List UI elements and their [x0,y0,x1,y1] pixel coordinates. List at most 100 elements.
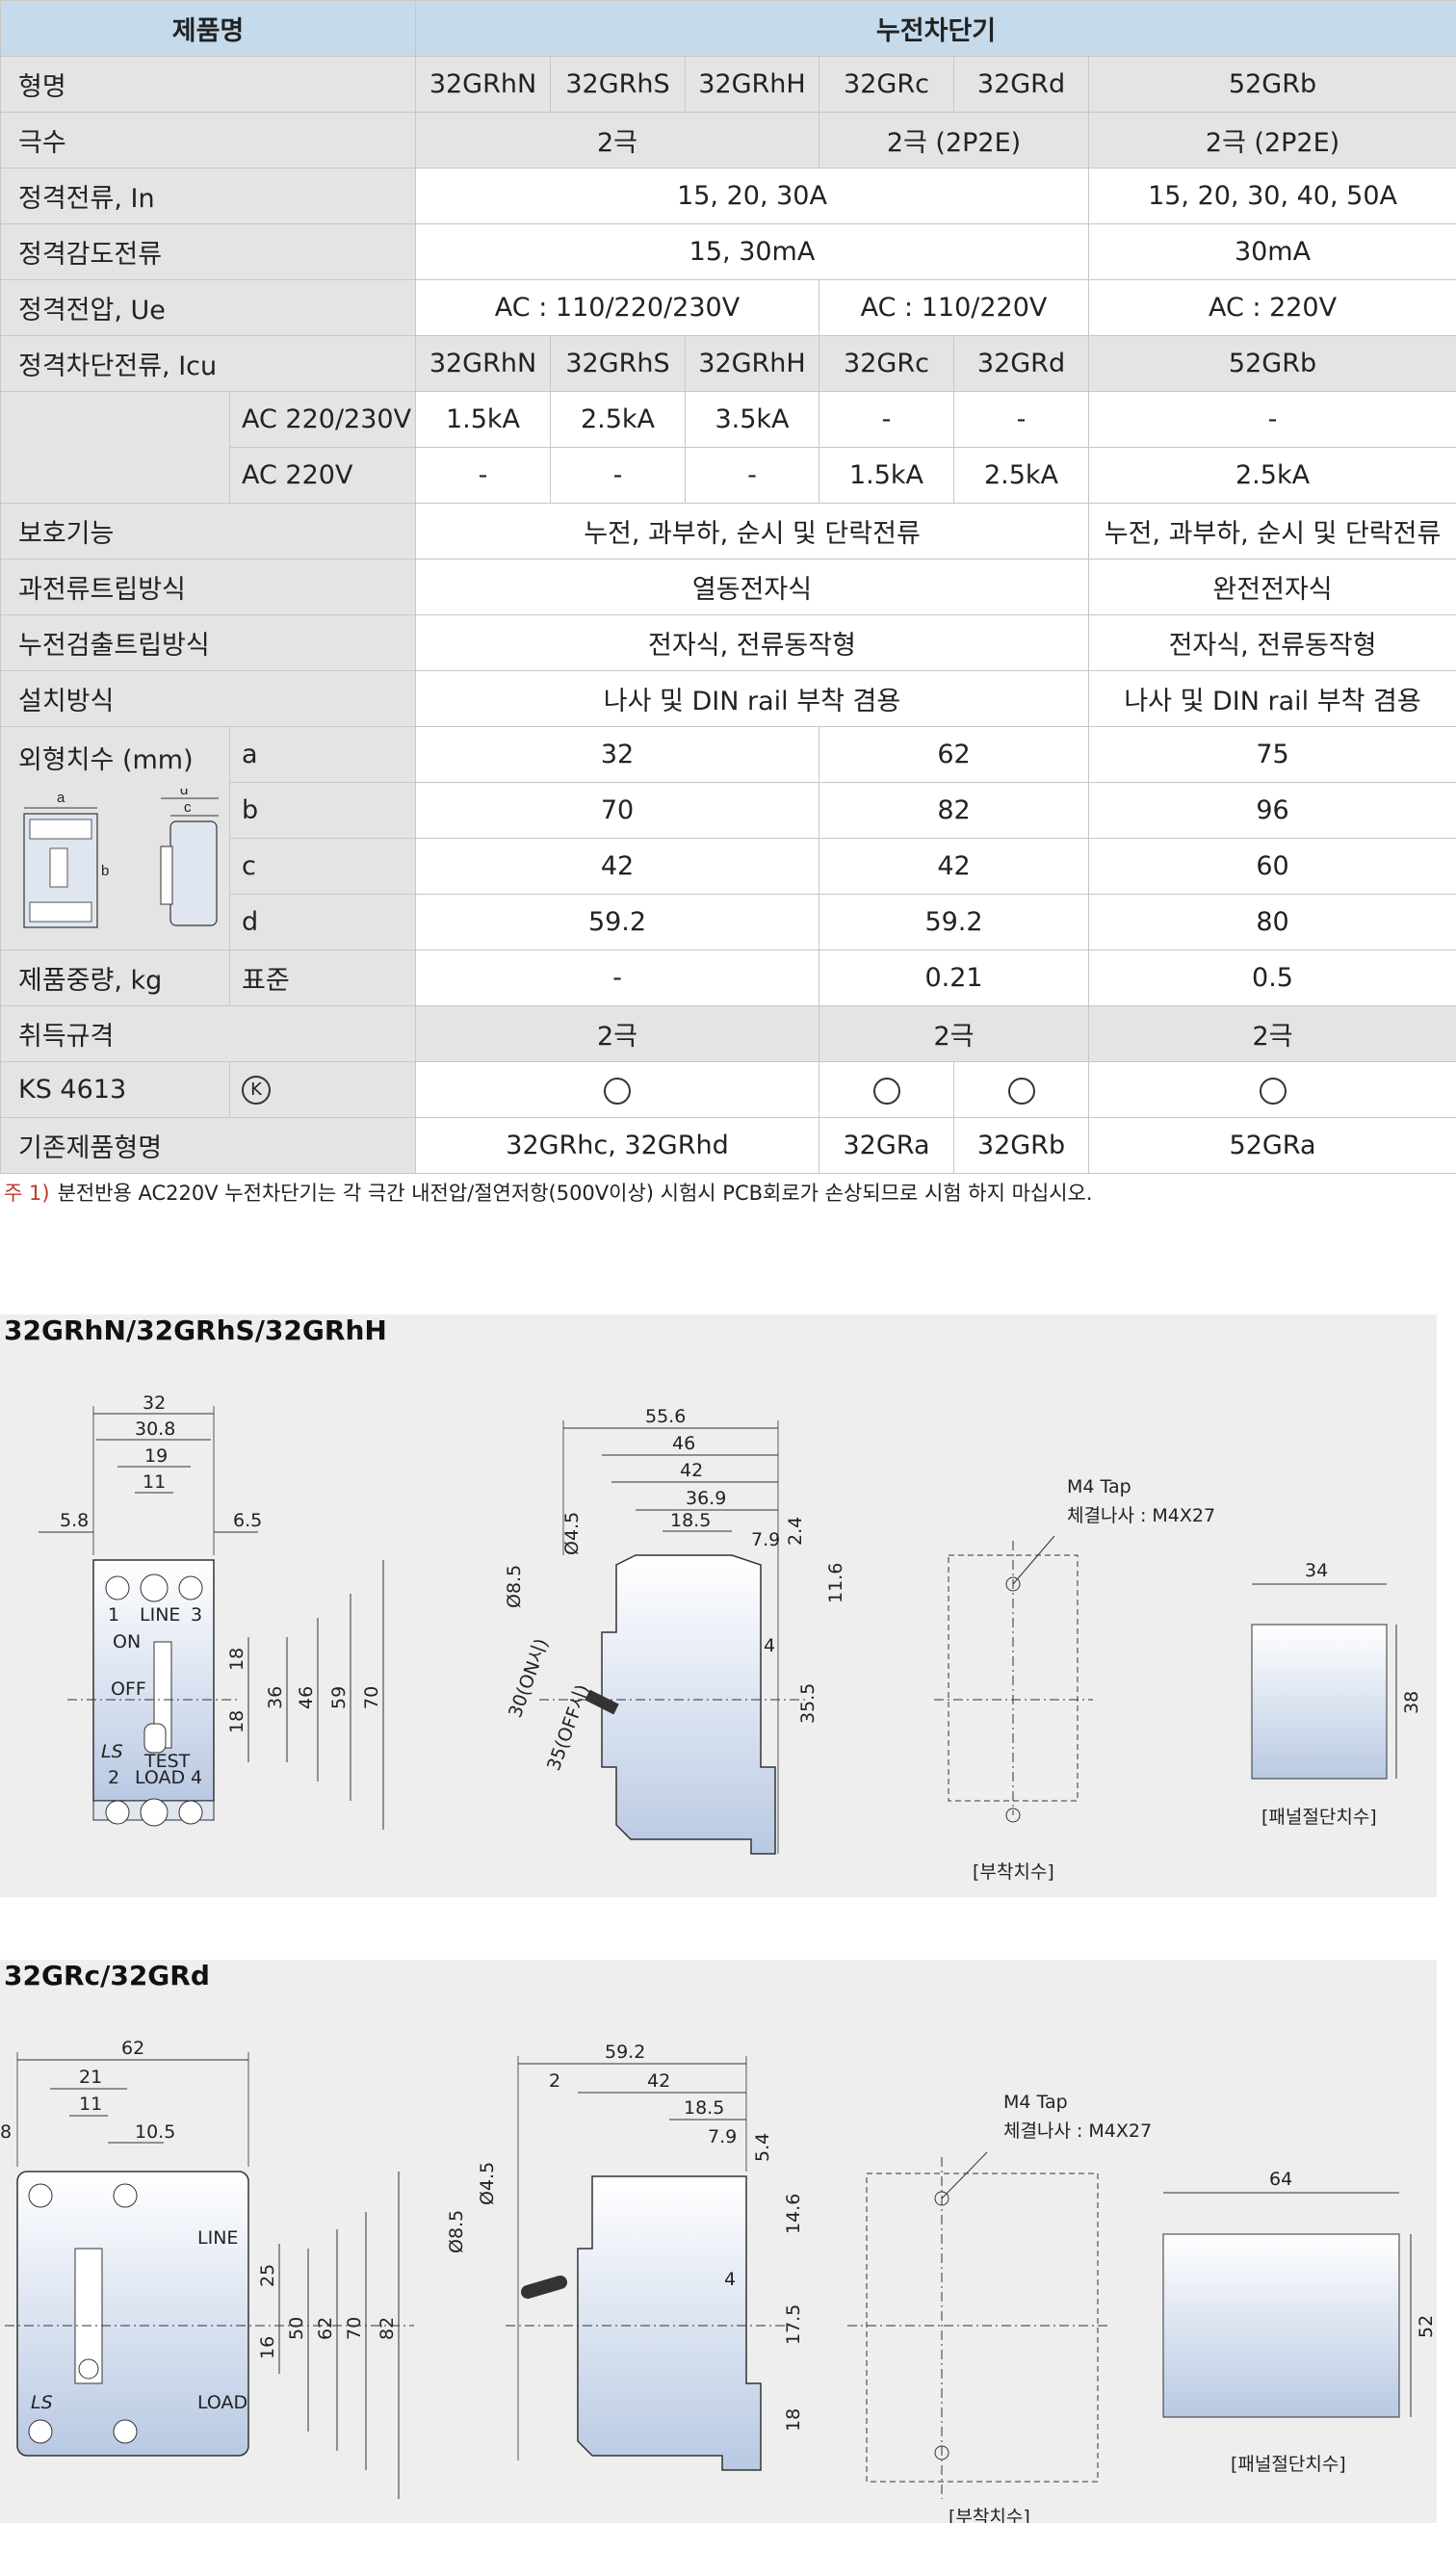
dim: 21 [79,2067,102,2088]
panel-title: 32GRhN/32GRhS/32GRhH [4,1314,387,1346]
cell [953,1061,1089,1118]
dim: 6.5 [233,1510,262,1531]
dim: 5.4 [752,2133,773,2162]
cell: - [550,447,686,504]
cell: 2.5kA [1087,447,1456,504]
cell: 전자식, 전류동작형 [1087,614,1456,671]
row-label: 정격감도전류 [0,223,416,280]
icon-label-c: c [184,799,192,816]
cutout-caption: [패널절단치수] [1231,2454,1346,2475]
dim: 7.9 [708,2126,737,2147]
dim: 38 [1401,1691,1422,1714]
footnote: 주 1)분전반용 AC220V 누전차단기는 각 극간 내전압/절연저항(500… [4,1178,1093,1207]
cell: 2극 (2P2E) [1087,112,1456,169]
dim: 4 [764,1635,775,1656]
circle-icon [872,1077,900,1105]
screw-label: 체결나사 : M4X27 [1003,2121,1152,2142]
row-dim-c: c 42 42 60 [1,838,1456,895]
cell: 2극 [819,1005,1089,1062]
icon-label-d: d [180,789,188,798]
dim: Ø8.5 [446,2210,467,2253]
terminal-1: 1 [108,1604,119,1626]
dim: 62 [315,2317,336,2340]
terminal-2: 2 [108,1767,119,1788]
mount-view: M4 Tap 체결나사 : M4X27 [부착치수] [934,1476,1215,1883]
cell: 42 [819,838,1089,895]
cell: 32GRhS [550,335,686,392]
dim: 4 [724,2269,736,2290]
cell: 52GRb [1087,56,1456,113]
cell: 누전, 과부하, 순시 및 단락전류 [415,503,1089,559]
row-sublabel: c [229,838,416,895]
cutout-caption: [패널절단치수] [1261,1807,1377,1828]
dim: 42 [647,2070,670,2092]
cell: 32GRa [819,1117,954,1174]
cell: 32GRd [953,56,1089,113]
cell: 32GRb [953,1117,1089,1174]
row-label: 취득규격 [0,1005,416,1062]
cell: 15, 20, 30A [415,168,1089,224]
row-overcurrent-trip: 과전류트립방식 열동전자식 완전전자식 [0,559,1456,615]
row-sublabel: AC 220V [229,447,416,504]
row-model: 형명 32GRhN 32GRhS 32GRhH 32GRc 32GRd 52GR… [0,56,1456,113]
ls-logo: LS [31,2392,53,2413]
dim: 7.9 [751,1529,780,1550]
dim: 32 [143,1392,166,1414]
dimension-icon: a b d c [23,789,219,928]
cell: - [415,447,551,504]
cell: 2극 [1087,1005,1456,1062]
dimension-drawing-2: LINE LOAD LS 62 21 11 10.5 8 25 16 50 62… [0,2038,1437,2523]
cell: 32GRhN [415,335,551,392]
cell: 96 [1087,782,1456,839]
dim: 52 [1416,2315,1437,2338]
dimension-drawing-1: 1 LINE 3 ON OFF LS TEST 2 LOAD 4 32 30.8… [39,1392,1422,1883]
row-dim-a: 외형치수 (mm) a b d c a 32 62 75 [0,726,1456,950]
row-sublabel: AC 220/230V [229,391,416,448]
row-label: 정격전압, Ue [0,279,416,336]
line-label: LINE [140,1604,180,1626]
icon-label-b: b [101,863,109,879]
circle-icon [604,1077,631,1105]
row-dim-b: b 70 82 96 [1,782,1456,839]
cell: 나사 및 DIN rail 부착 겸용 [415,670,1089,727]
cutout-view: 64 52 [패널절단치수] [1162,2169,1437,2475]
cell: 32GRhS [550,56,686,113]
cell: 52GRb [1087,335,1456,392]
ks-mark-icon: K [242,1076,271,1106]
dim: 55.6 [645,1406,686,1427]
cell: 15, 30mA [415,223,1089,280]
dim: 11 [143,1471,166,1493]
dim: 34 [1305,1560,1328,1581]
on-label: ON [113,1631,141,1652]
row-standard: 취득규격 2극 2극 2극 [0,1005,1456,1062]
row-install: 설치방식 나사 및 DIN rail 부착 겸용 나사 및 DIN rail 부… [0,670,1456,727]
mount-view: M4 Tap 체결나사 : M4X27 [부착치수] [847,2092,1152,2523]
row-label: 외형치수 (mm) [18,745,194,775]
cell: 32GRhc, 32GRhd [415,1117,819,1174]
cell: 2.5kA [953,447,1089,504]
cell: 0.21 [819,950,1089,1006]
cell: 59.2 [819,894,1089,950]
line-label: LINE [197,2227,238,2249]
row-rated-voltage: 정격전압, Ue AC : 110/220/230V AC : 110/220V… [0,279,1456,336]
side-view: 59.2 2 42 18.5 7.9 5.4 Ø8.5 Ø4.5 14.6 17… [446,2042,804,2471]
dim: 17.5 [783,2304,804,2345]
row-label: 보호기능 [0,503,416,559]
dim: 14.6 [783,2194,804,2234]
cell: 32GRd [953,335,1089,392]
cell: 82 [819,782,1089,839]
cell: 누전, 과부하, 순시 및 단락전류 [1087,503,1456,559]
cell: 2극 [415,112,819,169]
row-sublabel: 표준 [229,950,416,1006]
dim: 2 [549,2070,560,2092]
row-leak-trip: 누전검출트립방식 전자식, 전류동작형 전자식, 전류동작형 [0,614,1456,671]
cell: 2.5kA [550,391,686,448]
test-label: TEST [143,1751,191,1772]
row-sensitivity: 정격감도전류 15, 30mA 30mA [0,223,1456,280]
cell: 1.5kA [819,447,954,504]
spec-table: 제품명 누전차단기 형명 32GRhN 32GRhS 32GRhH 32GRc … [0,0,1456,1174]
cell: 60 [1087,838,1456,895]
row-sublabel: a [229,726,416,783]
row-label: 기존제품형명 [0,1117,416,1174]
cell: 80 [1087,894,1456,950]
